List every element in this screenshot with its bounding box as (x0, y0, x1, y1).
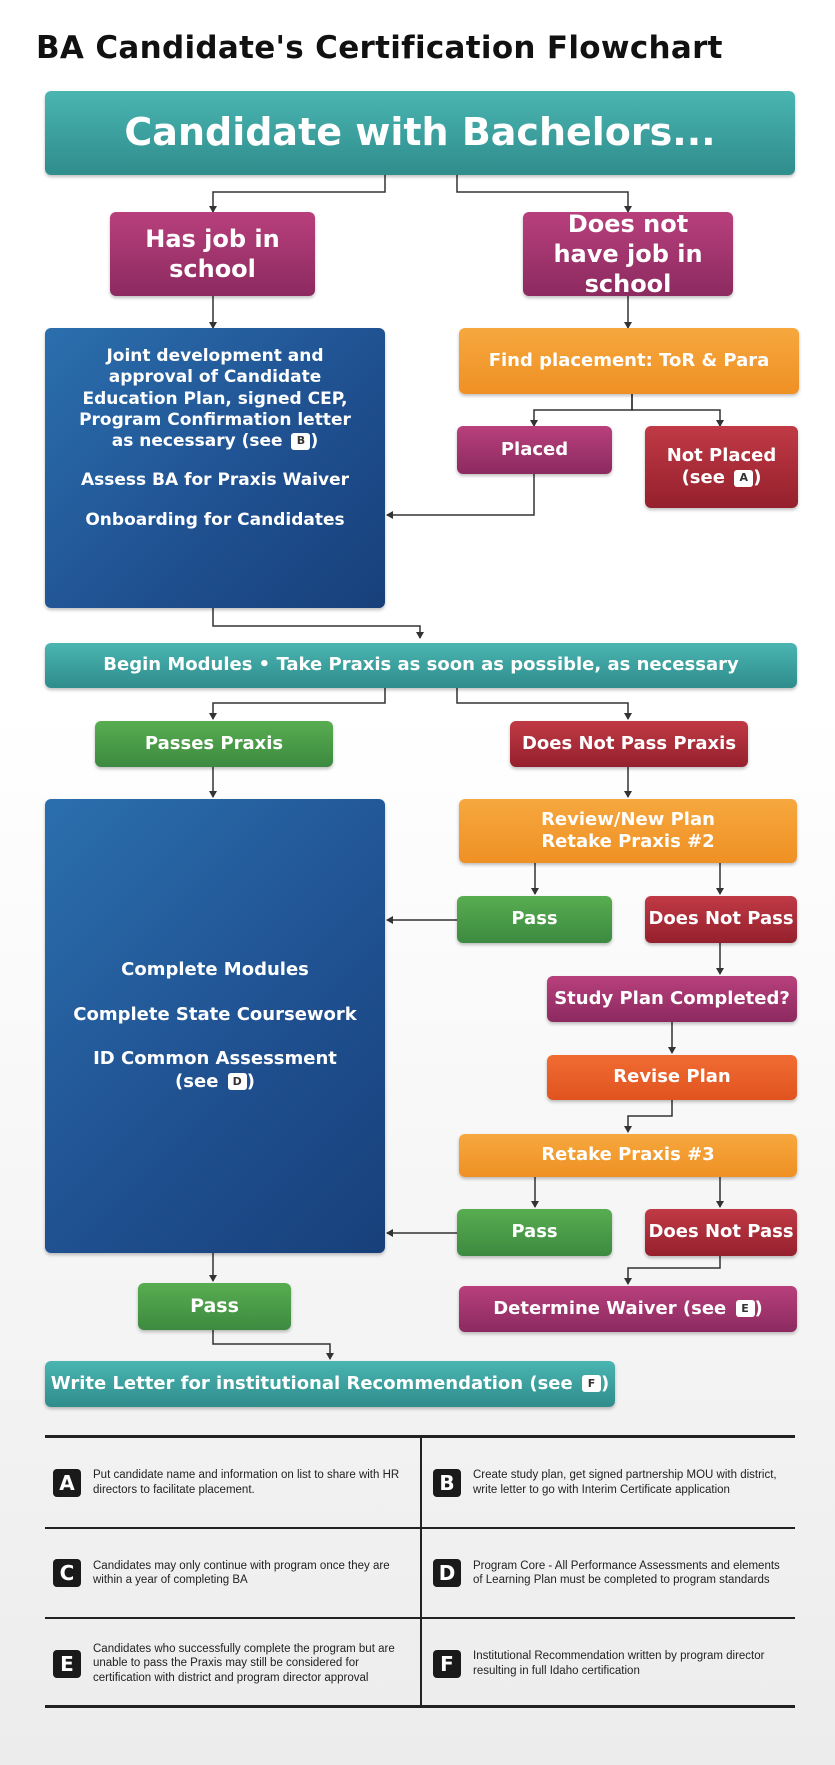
legend-text-d: Program Core - All Performance Assessmen… (473, 1559, 780, 1586)
does-not-pass-node-2: Does Not Pass (645, 1209, 797, 1256)
legend-text-b: Create study plan, get signed partnershi… (473, 1469, 777, 1496)
placed-label: Placed (500, 438, 569, 460)
review-plan-node: Review/New Plan Retake Praxis #2 (459, 799, 797, 863)
write-letter-text: Write Letter for institutional Recommend… (50, 1372, 610, 1394)
connector-placed-assess (386, 474, 535, 519)
id-common-assessment: ID Common Assessment (see D) (93, 1048, 337, 1092)
does-not-pass-node-1: Does Not Pass (645, 896, 797, 943)
study-plan-label: Study Plan Completed? (554, 987, 790, 1009)
legend-divider-1 (45, 1527, 795, 1529)
legend-item-b: B Create study plan, get signed partners… (433, 1438, 788, 1527)
revise-plan-node: Revise Plan (547, 1055, 797, 1100)
study-plan-node: Study Plan Completed? (547, 976, 797, 1022)
complete-modules: Complete Modules (121, 959, 309, 980)
connector-revise-retake (624, 1100, 673, 1133)
start-node-label: Candidate with Bachelors... (124, 110, 716, 155)
determine-waiver-node: Determine Waiver (see E) (459, 1286, 797, 1332)
begin-modules-node: Begin Modules • Take Praxis as soon as p… (45, 643, 797, 688)
legend-letter-a: A (53, 1468, 81, 1497)
start-node: Candidate with Bachelors... (45, 91, 795, 175)
id-assessment-see: (see D) (175, 1070, 255, 1092)
passes-praxis-node: Passes Praxis (95, 721, 333, 767)
not-placed-text: Not Placed (see A) (666, 444, 777, 489)
key-f-icon: F (581, 1375, 601, 1393)
key-a-icon: A (734, 469, 754, 487)
legend-letter-f: F (433, 1649, 461, 1678)
write-letter-node: Write Letter for institutional Recommend… (45, 1361, 615, 1407)
pass-final-node: Pass (138, 1283, 291, 1330)
connector-begin-fails (456, 688, 632, 720)
legend-text-f: Institutional Recommendation written by … (473, 1650, 765, 1677)
review-plan-text: Review/New Plan Retake Praxis #2 (541, 808, 715, 853)
legend-item-f: F Institutional Recommendation written b… (433, 1619, 788, 1708)
retake-praxis-3-node: Retake Praxis #3 (459, 1134, 797, 1177)
connector-begin-passes (209, 688, 386, 720)
retake-praxis-3-label: Retake Praxis #3 (541, 1144, 715, 1166)
does-not-pass-praxis-label: Does Not Pass Praxis (521, 732, 737, 754)
legend-letter-e: E (53, 1649, 81, 1678)
complete-modules-block: Complete Modules Complete State Coursewo… (45, 799, 385, 1253)
pass-node-2: Pass (457, 1209, 612, 1256)
connector-pass-letter (212, 1330, 334, 1360)
pass-final-label: Pass (190, 1294, 239, 1317)
connector-joint-begin (212, 608, 424, 639)
legend-text-c: Candidates may only continue with progra… (93, 1559, 390, 1586)
revise-plan-label: Revise Plan (613, 1066, 731, 1088)
key-e-icon: E (735, 1300, 755, 1318)
legend-letter-c: C (53, 1559, 81, 1587)
legend-text-e: Candidates who successfully complete the… (93, 1642, 395, 1684)
complete-state-coursework: Complete State Coursework (73, 1003, 357, 1025)
does-not-pass-praxis-node: Does Not Pass Praxis (510, 721, 748, 767)
begin-modules-label: Begin Modules • Take Praxis as soon as p… (103, 654, 739, 676)
does-not-pass-label-1: Does Not Pass (648, 908, 794, 930)
passes-praxis-label: Passes Praxis (144, 732, 284, 754)
no-job-node: Does not have job in school (523, 210, 733, 298)
has-job-node: Has job in school (110, 212, 315, 296)
key-d-icon: D (227, 1073, 247, 1090)
key-b-icon: B (291, 432, 311, 450)
find-placement-node: Find placement: ToR & Para (459, 328, 799, 394)
no-job-label: Does not have job in school (553, 210, 703, 298)
connector-start-has-job (209, 175, 386, 213)
onboarding-candidates: Onboarding for Candidates (85, 509, 345, 530)
legend-divider-2 (45, 1617, 795, 1619)
page-title: BA Candidate's Certification Flowchart (36, 30, 723, 66)
legend-item-a: A Put candidate name and information on … (53, 1438, 413, 1527)
legend-item-e: E Candidates who successfully complete t… (53, 1619, 413, 1708)
legend-letter-d: D (433, 1559, 461, 1587)
connector-dnp2-waiver (624, 1256, 721, 1285)
pass-node-1: Pass (457, 896, 612, 943)
connector-start-no-job (456, 175, 632, 213)
find-placement-label: Find placement: ToR & Para (488, 349, 770, 371)
legend-vertical-divider (420, 1438, 422, 1705)
legend-table: A Put candidate name and information on … (45, 1435, 795, 1708)
determine-waiver-text: Determine Waiver (see E) (493, 1297, 763, 1319)
joint-development-block: Joint development and approval of Candid… (45, 328, 385, 608)
assess-praxis-waiver: Assess BA for Praxis Waiver (80, 470, 350, 491)
joint-development-text: Joint development and approval of Candid… (79, 346, 351, 451)
legend-text-a: Put candidate name and information on li… (93, 1469, 400, 1496)
connector-placement-placed (530, 394, 633, 427)
legend-item-c: C Candidates may only continue with prog… (53, 1529, 413, 1617)
connector-placement-not-placed (631, 394, 724, 427)
legend-letter-b: B (433, 1468, 461, 1497)
does-not-pass-label-2: Does Not Pass (648, 1221, 794, 1243)
pass-label-2: Pass (511, 1221, 558, 1243)
not-placed-node: Not Placed (see A) (645, 426, 798, 508)
legend-item-d: D Program Core - All Performance Assessm… (433, 1529, 788, 1617)
has-job-label: Has job in school (145, 225, 280, 283)
pass-label-1: Pass (511, 908, 558, 930)
placed-node: Placed (457, 426, 612, 474)
